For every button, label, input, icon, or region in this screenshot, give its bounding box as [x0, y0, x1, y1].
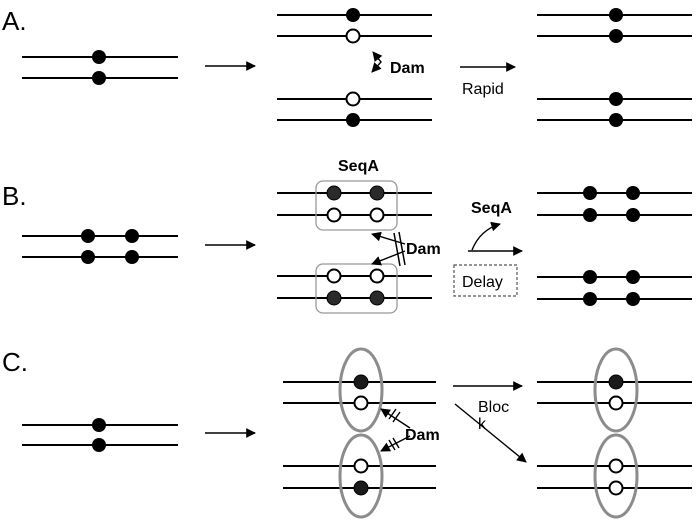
panel-c: C. Dam [2, 347, 692, 519]
methylated-site [92, 418, 106, 432]
methylated-site [81, 250, 95, 264]
unmethylated-site [353, 395, 369, 411]
panel-b-parent-duplex [22, 229, 178, 264]
methylated-site [626, 292, 640, 306]
unmethylated-site [369, 207, 385, 223]
methylated-site [353, 480, 369, 496]
unmethylated-site [608, 480, 624, 496]
panel-b-remethylated-top [537, 186, 692, 222]
block-label-line2: k [478, 416, 487, 433]
unmethylated-site [326, 268, 342, 284]
methylated-site [369, 185, 385, 201]
dam-label: Dam [390, 60, 425, 77]
seqa-complex-box [315, 180, 398, 231]
dam-label: Dam [405, 427, 440, 444]
methylated-site [608, 374, 624, 390]
methylated-site [92, 50, 106, 64]
block-label-line1: Bloc [478, 399, 509, 416]
unmethylated-site [369, 268, 385, 284]
panel-b-sequestered-bottom [277, 263, 432, 314]
methylated-site [125, 250, 139, 264]
panel-c-label: C. [2, 347, 28, 377]
rapid-label: Rapid [462, 81, 504, 98]
panel-a-hemi-duplex-bottom [277, 91, 432, 127]
dam-blocked-arrows [380, 408, 411, 452]
methylated-site [609, 113, 623, 127]
methylated-site [369, 290, 385, 306]
membrane-ellipse [338, 433, 384, 519]
panel-a-label: A. [2, 6, 27, 36]
panel-a-remethylated-top [537, 8, 692, 43]
methylated-site [353, 374, 369, 390]
panel-c-result-bottom [537, 433, 692, 519]
methylated-site [326, 185, 342, 201]
dam-blocked-arrows [371, 231, 406, 267]
panel-b-remethylated-bottom [537, 270, 692, 306]
panel-c-membrane-bound-bottom [283, 433, 436, 519]
methylated-site [609, 29, 623, 43]
panel-a-hemi-duplex-top [277, 8, 432, 44]
panel-a-parent-duplex [22, 50, 178, 85]
methylated-site [326, 290, 342, 306]
methylated-site [92, 438, 106, 452]
seqa-release-label: SeqA [471, 200, 512, 217]
seqa-label: SeqA [338, 158, 379, 175]
panel-b-label: B. [2, 181, 27, 211]
panel-c-parent-duplex [22, 418, 178, 452]
dam-action-arrow [371, 51, 383, 73]
methylated-site [346, 8, 360, 22]
panel-c-membrane-bound-top [283, 347, 436, 433]
dam-label: Dam [406, 241, 441, 258]
methylated-site [346, 113, 360, 127]
membrane-ellipse [338, 347, 384, 433]
seqa-complex-box [315, 263, 398, 314]
methylated-site [125, 229, 139, 243]
panel-a: A. Dam Rapid [2, 6, 692, 127]
panel-c-result-top [537, 347, 692, 433]
unmethylated-site [353, 458, 369, 474]
seqa-release-arrow [471, 221, 501, 251]
methylated-site [626, 186, 640, 200]
methylated-site [626, 270, 640, 284]
panel-b: B. SeqA [2, 158, 692, 314]
panel-b-sequestered-top [277, 180, 432, 231]
methylated-site [92, 71, 106, 85]
unmethylated-site [608, 395, 624, 411]
unmethylated-site [345, 28, 361, 44]
methylated-site [583, 270, 597, 284]
membrane-ellipse [593, 433, 639, 519]
methylated-site [583, 292, 597, 306]
methylated-site [609, 8, 623, 22]
blocked-bottom-arrow [454, 403, 527, 463]
methylated-site [583, 186, 597, 200]
delay-label: Delay [462, 274, 503, 291]
unmethylated-site [345, 91, 361, 107]
unmethylated-site [326, 207, 342, 223]
methylated-site [626, 208, 640, 222]
methylated-site [583, 208, 597, 222]
methylated-site [81, 229, 95, 243]
membrane-ellipse [593, 347, 639, 433]
methylated-site [609, 92, 623, 106]
panel-a-remethylated-bottom [537, 92, 692, 127]
delay-box [453, 264, 518, 297]
unmethylated-site [608, 458, 624, 474]
